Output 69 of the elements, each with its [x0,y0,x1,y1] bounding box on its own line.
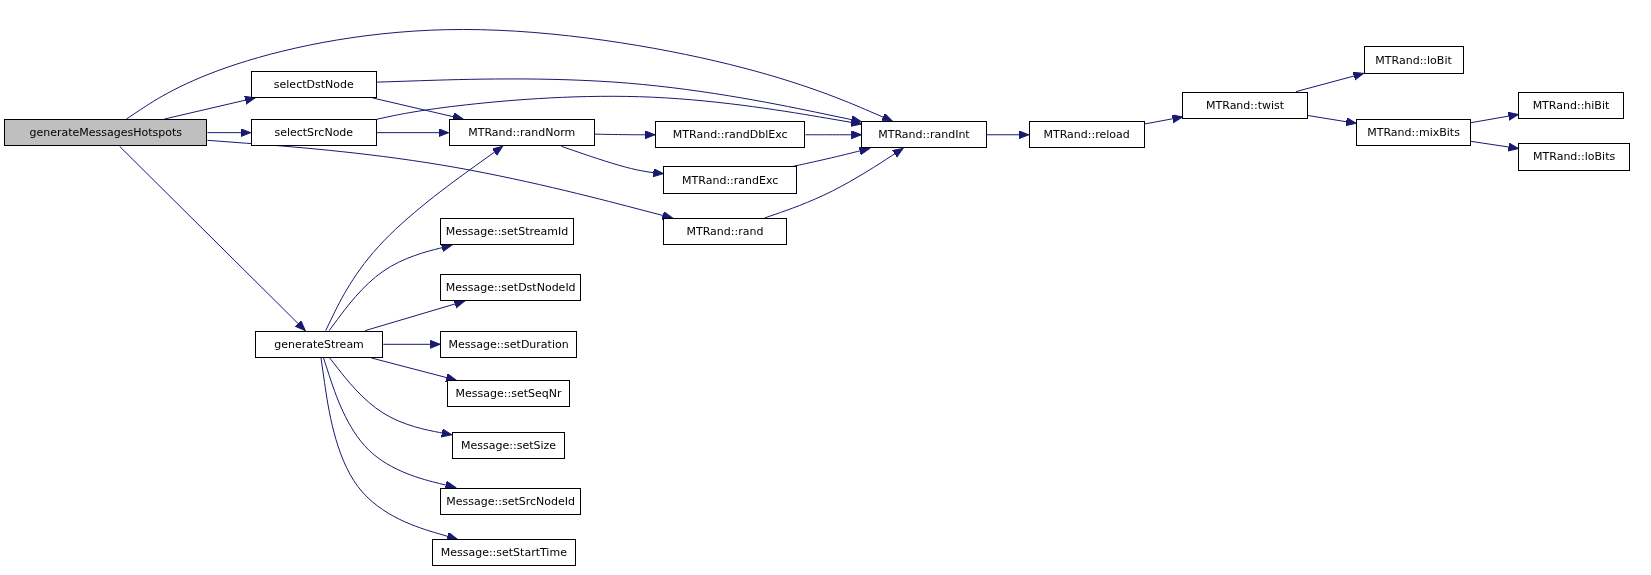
function-box [440,217,574,246]
function-box [440,330,577,358]
arrow [376,128,450,138]
arrow [1470,140,1519,152]
function-name: MTRand::loBits [1533,150,1616,164]
function-name: selectSrcNode [274,126,354,140]
function-name: MTRand::loBit [1375,53,1452,67]
function-box [663,217,787,246]
function-name: generateMessagesHotspots [29,126,183,140]
function-box [250,70,377,98]
arrow [364,299,466,332]
function-name: Message::setSize [461,438,557,452]
function-name: Message::setStreamId [445,225,569,239]
arrow [986,130,1030,140]
arrow [376,78,862,125]
function-name: Message::setStartTime [440,546,567,560]
arrow [1470,111,1519,124]
function-box [254,330,384,358]
arrow [805,130,862,140]
arrow [164,95,256,120]
function-name: generateStream [274,337,364,351]
arrow [560,145,664,178]
function-name: MTRand::mixBits [1367,126,1460,140]
arrow [206,139,673,220]
arrow [594,130,656,140]
function-box [861,121,987,149]
function-name: MTRand::randNorm [468,126,576,140]
function-name: MTRand::randInt [878,128,970,142]
function-box [663,166,798,194]
function-name: MTRand::randExc [682,173,779,187]
arrow [125,29,893,122]
function-box [448,118,595,147]
function-name: Message::setDuration [448,337,569,351]
function-box [447,380,570,408]
function-box [250,118,377,147]
function-box [1356,118,1471,147]
arrow [382,339,441,349]
function-name: Message::setDstNodeId [445,280,576,294]
arrow [323,357,457,490]
arrow [1307,114,1357,127]
arrow [325,145,504,332]
function-box [431,539,576,567]
function-box [440,273,582,302]
function-box [451,431,566,460]
function-name: Message::setSrcNodeId [446,494,575,508]
function-box [4,118,208,147]
function-name: MTRand::randDblExc [672,128,788,142]
function-name: MTRand::twist [1206,98,1285,112]
function-name: selectDstNode [273,77,354,91]
arrow [1144,114,1183,125]
arrow [119,145,306,332]
arrow [320,357,458,541]
function-name: MTRand::reload [1043,128,1130,142]
function-box [1182,91,1308,119]
function-name: Message::setSeqNr [455,387,562,401]
function-box [1518,143,1630,171]
function-box [1028,121,1145,149]
function-box [654,121,806,149]
function-name: MTRand::hiBit [1532,98,1610,112]
function-box [1363,46,1464,74]
function-box [440,487,582,515]
arrow [206,128,252,138]
arrow [376,95,862,127]
arrow [1295,71,1365,93]
function-name: MTRand::rand [686,225,764,239]
arrow [764,147,904,219]
function-box [1518,91,1624,119]
arrow [329,357,453,438]
arrow [328,243,453,332]
